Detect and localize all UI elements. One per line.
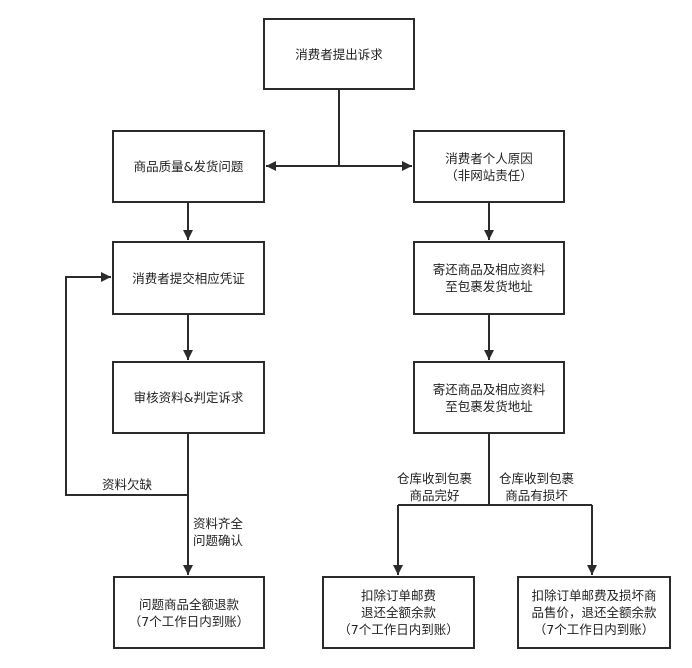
node-refund-full-line-1: 问题商品全额退款: [138, 596, 239, 612]
edge-label-complete: 资料齐全问题确认: [193, 515, 243, 549]
edge-label-missing: 资料欠缺: [102, 476, 152, 493]
node-refund-minus-damage-line-2: 品售价，退还全额余款: [531, 605, 657, 620]
edge-label-damaged: 仓库收到包裹商品有损坏: [499, 470, 574, 504]
node-refund-minus-damage-line-1: 扣除订单邮费及损坏商: [531, 588, 657, 603]
node-return2-line-2: 至包裹发货地址: [445, 398, 533, 414]
node-evidence-line-1: 消费者提交相应凭证: [132, 270, 245, 286]
edge-missing-loop: [65, 272, 188, 496]
node-quality-line-1: 商品质量&发货问题: [133, 159, 244, 174]
node-refund-minus-postage: 扣除订单邮费退还全额余款 （7个工作日内到账）: [322, 576, 475, 649]
node-personal-line-1: 消费者个人原因: [445, 150, 533, 166]
node-start: 消费者提出诉求: [263, 18, 415, 90]
node-review: 审核资料&判定诉求: [112, 361, 265, 434]
edge-label-damaged-line-1: 仓库收到包裹: [499, 471, 575, 486]
node-refund-minus-damage-line-3: （7个工作日内到账）: [533, 622, 655, 637]
node-return1-line-2: 至包裹发货地址: [445, 279, 533, 294]
node-evidence: 消费者提交相应凭证: [112, 241, 265, 315]
edge-label-intact-line-2: 商品完好: [409, 488, 460, 503]
edge-label-damaged-line-2: 商品有损坏: [505, 488, 568, 503]
node-refund-minus-postage-line-3: （7个工作日内到账）: [338, 622, 459, 637]
edge-label-complete-line-2: 问题确认: [193, 533, 244, 548]
node-refund-minus-postage-line-1: 扣除订单邮费: [360, 588, 436, 603]
node-return2-line-1: 寄还商品及相应资料: [432, 381, 546, 397]
node-start-line-1: 消费者提出诉求: [295, 46, 383, 62]
edge-label-intact: 仓库收到包裹商品完好: [397, 470, 472, 504]
node-refund-minus-postage-line-2: 退还全额余款: [360, 605, 436, 620]
node-refund-minus-damage: 扣除订单邮费及损坏商品售价，退还全额余款 （7个工作日内到账）: [517, 576, 671, 649]
edge-label-intact-line-1: 仓库收到包裹: [397, 471, 473, 486]
node-return2: 寄还商品及相应资料至包裹发货地址: [413, 361, 565, 434]
node-review-line-1: 审核资料&判定诉求: [133, 390, 244, 405]
edge-label-complete-line-1: 资料齐全: [193, 516, 244, 531]
node-quality: 商品质量&发货问题: [112, 130, 265, 203]
node-personal: 消费者个人原因（非网站责任）: [413, 130, 565, 203]
node-refund-full: 问题商品全额退款（7个工作日内到账）: [113, 576, 265, 649]
node-return1: 寄还商品及相应资料至包裹发货地址: [413, 241, 565, 315]
node-return1-line-1: 寄还商品及相应资料: [432, 262, 546, 277]
node-personal-line-2: （非网站责任）: [445, 167, 533, 183]
node-refund-full-line-2: （7个工作日内到账）: [128, 613, 250, 629]
edge-label-missing-line-1: 资料欠缺: [102, 477, 153, 492]
